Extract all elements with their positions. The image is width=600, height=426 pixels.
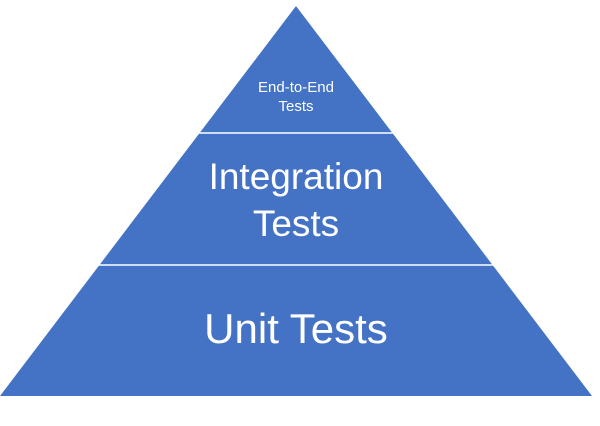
tier-end-to-end: End-to-End Tests	[258, 79, 334, 115]
tier-end-to-end-label-line-1: End-to-End	[258, 79, 334, 96]
tier-unit: Unit Tests	[204, 305, 388, 352]
tier-unit-label: Unit Tests	[204, 305, 388, 352]
tier-integration-label-line-1: Integration	[209, 156, 384, 197]
pyramid-shape	[0, 6, 592, 396]
tier-integration: Integration Tests	[209, 156, 384, 244]
tier-integration-label-line-2: Tests	[253, 203, 339, 244]
tier-end-to-end-label-line-2: Tests	[278, 98, 313, 115]
